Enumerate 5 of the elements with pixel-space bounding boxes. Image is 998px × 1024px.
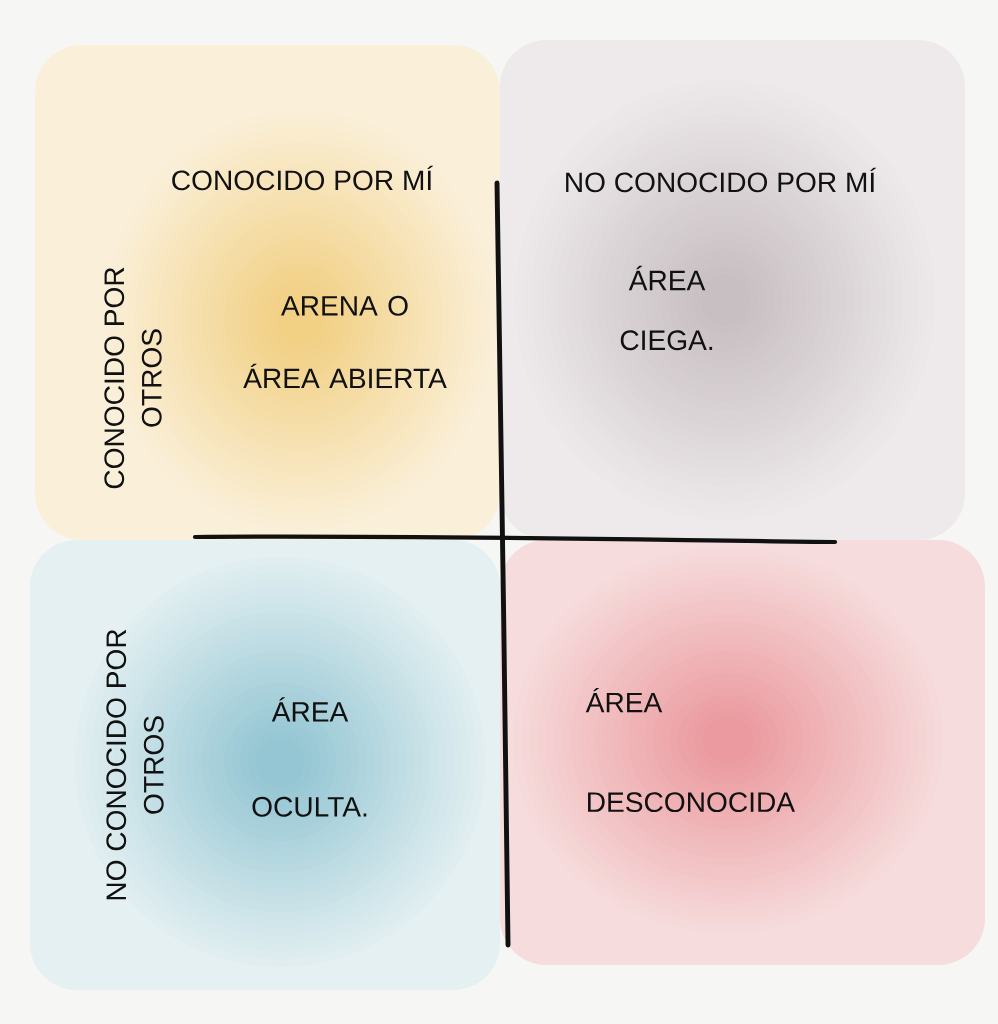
- quadrant-area: ÁREA DESCONOCIDA: [500, 540, 985, 965]
- row-heading: CONOCIDO POR OTROS: [104, 267, 162, 489]
- column-heading: CONOCIDO POR MÍ: [172, 165, 434, 191]
- column-heading: NO CONOCIDO POR MÍ: [566, 167, 877, 193]
- row-heading: NO CONOCIDO POR OTROS: [106, 629, 164, 900]
